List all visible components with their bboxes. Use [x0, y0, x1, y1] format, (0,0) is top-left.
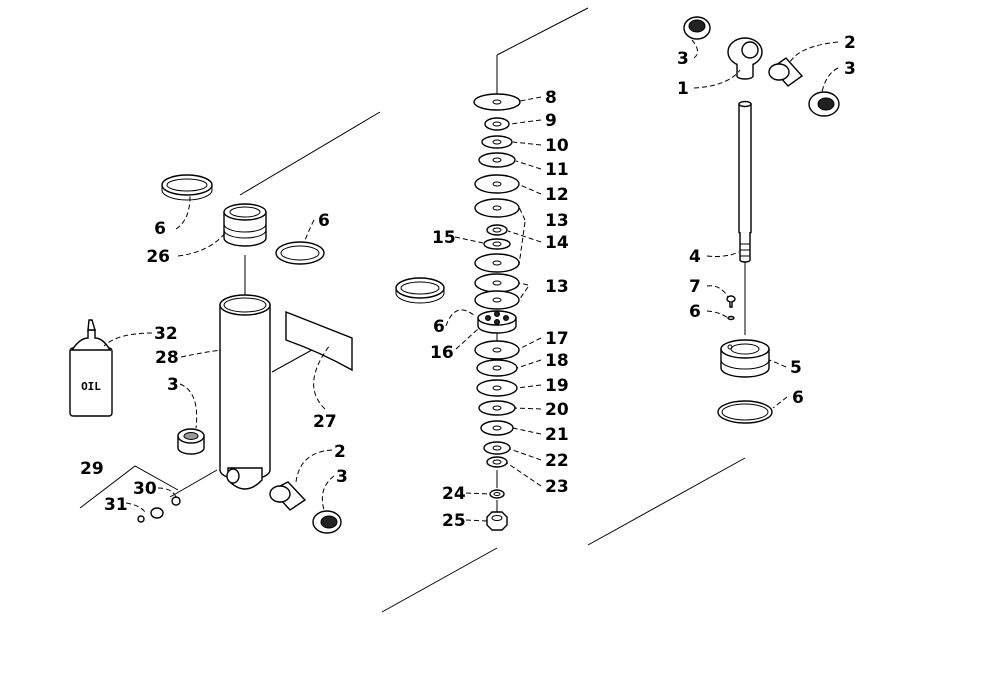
callout-32: 32 [154, 324, 178, 344]
decal [285, 310, 353, 372]
callout-1: 1 [677, 79, 689, 99]
bushing-left [177, 428, 205, 455]
callout-5: 5 [790, 358, 802, 378]
washer-11 [478, 152, 516, 168]
body-cap [223, 203, 267, 247]
callout-6-center: 6 [433, 317, 445, 337]
callout-11: 11 [545, 160, 569, 180]
callout-26: 26 [146, 247, 170, 267]
callout-4: 4 [689, 247, 701, 267]
callout-23: 23 [545, 477, 569, 497]
valve-stack [395, 93, 521, 531]
o-ring-small [727, 315, 735, 321]
shaft-eye [727, 37, 763, 80]
callout-19: 19 [545, 376, 569, 396]
callout-22: 22 [545, 451, 569, 471]
callout-2-lower: 2 [334, 442, 346, 462]
washer-18 [476, 359, 518, 377]
bushing-top-right [808, 91, 840, 117]
callout-8: 8 [545, 88, 557, 108]
callout-13-lower: 13 [545, 277, 569, 297]
washer-24 [489, 489, 505, 499]
callout-18: 18 [545, 351, 569, 371]
callout-21: 21 [545, 425, 569, 445]
washer-20 [478, 400, 516, 416]
washer-10 [481, 135, 513, 149]
washer-17 [474, 340, 520, 360]
washer-21 [480, 420, 514, 436]
callout-6-top-left: 6 [154, 219, 166, 239]
o-ring-center [395, 277, 445, 304]
callout-31: 31 [104, 495, 128, 515]
callout-3-top-left: 3 [677, 49, 689, 69]
callout-14: 14 [545, 233, 569, 253]
callout-25: 25 [442, 511, 466, 531]
callout-30: 30 [133, 479, 157, 499]
callout-6-small: 6 [689, 302, 701, 322]
callout-24: 24 [442, 484, 466, 504]
seal-head [720, 339, 770, 378]
callout-3-top-right: 3 [844, 59, 856, 79]
oil-bottle: OIL [69, 319, 113, 417]
oil-bottle-label: OIL [81, 380, 101, 393]
shock-cylinder [219, 294, 271, 490]
callout-29: 29 [80, 459, 104, 479]
callout-17: 17 [545, 329, 569, 349]
washer-23 [486, 456, 508, 468]
callout-13-upper: 13 [545, 211, 569, 231]
washer-12 [474, 174, 520, 194]
callout-3-left: 3 [167, 375, 179, 395]
callout-16: 16 [430, 343, 454, 363]
callout-2-upper: 2 [844, 33, 856, 53]
sleeve-upper [768, 57, 804, 87]
shaft-assembly [683, 16, 840, 424]
washer-13c [474, 273, 520, 293]
callout-6-right: 6 [318, 211, 330, 231]
callout-9: 9 [545, 111, 557, 131]
o-ring-bottom [717, 400, 773, 424]
washer-15 [483, 238, 511, 250]
callout-6-bottom: 6 [792, 388, 804, 408]
washer-19 [476, 379, 518, 397]
washer-13d [474, 290, 520, 310]
o-ring-right [275, 241, 325, 265]
washer-8 [473, 93, 521, 111]
callout-labels: 6 26 6 32 28 3 27 2 3 29 30 31 8 9 10 11… [80, 33, 856, 531]
callout-10: 10 [545, 136, 569, 156]
callout-3-lower: 3 [336, 467, 348, 487]
callout-15: 15 [432, 228, 456, 248]
nut [486, 511, 508, 531]
o-ring-top-left [161, 174, 213, 201]
washer-22 [483, 441, 511, 455]
callout-20: 20 [545, 400, 569, 420]
bushing-lower-right [312, 510, 342, 534]
callout-27: 27 [313, 412, 337, 432]
piston [477, 310, 517, 334]
callout-7: 7 [689, 277, 701, 297]
washer-9 [484, 117, 510, 131]
washer-13a [474, 198, 520, 218]
valve-kit [79, 465, 181, 523]
leader-lines [103, 39, 839, 522]
sleeve-lower [269, 481, 307, 511]
callout-12: 12 [545, 185, 569, 205]
bleed-screw [726, 295, 736, 308]
bushing-top-left [683, 16, 711, 40]
shaft [738, 100, 752, 263]
callout-28: 28 [155, 348, 179, 368]
washer-14 [486, 224, 508, 236]
washer-13b [474, 253, 520, 273]
shock-body-assembly: OIL [69, 174, 353, 534]
